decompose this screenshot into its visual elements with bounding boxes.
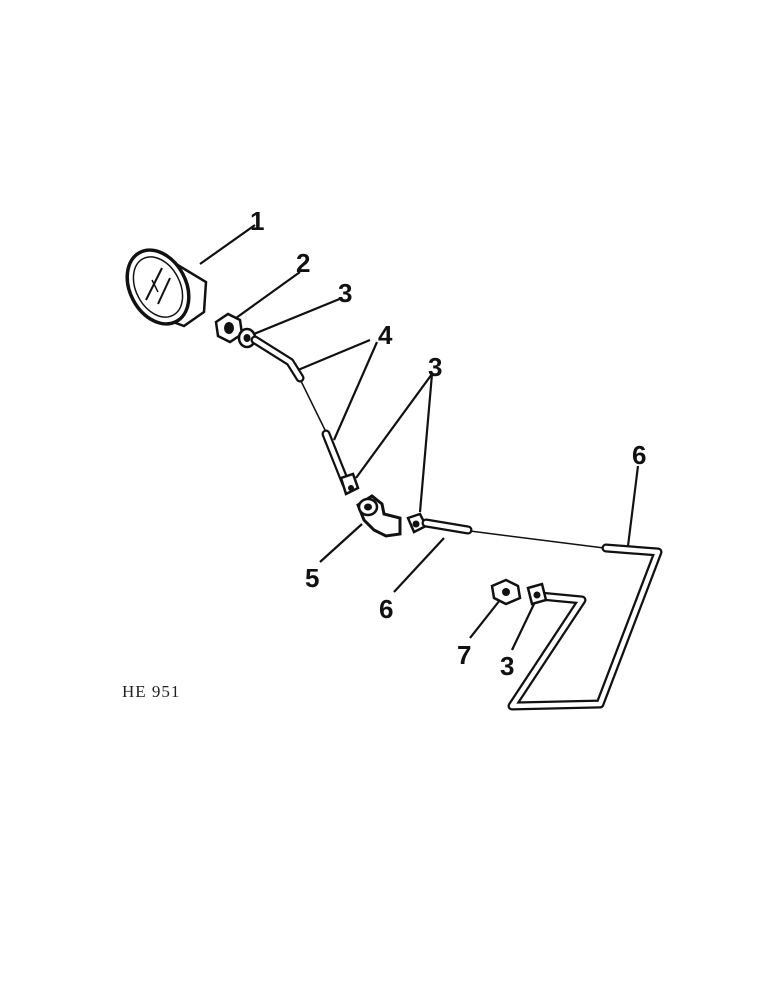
callout-1: 1 — [250, 206, 264, 236]
callout-5: 5 — [305, 563, 319, 593]
elbow-part-5 — [356, 494, 402, 538]
callout-3: 3 — [428, 352, 442, 382]
callout-4: 4 — [378, 320, 393, 350]
callout-6: 6 — [632, 440, 646, 470]
figure-code: HE 951 — [122, 682, 180, 701]
gauge-part-1 — [125, 248, 208, 328]
callout-7: 7 — [457, 640, 471, 670]
leader-lines — [199, 224, 640, 651]
tube-part-6 — [421, 518, 663, 711]
callout-3: 3 — [500, 651, 514, 681]
callout-2: 2 — [296, 248, 310, 278]
callout-6: 6 — [379, 594, 393, 624]
adapter-part-7 — [490, 578, 522, 606]
fitting-part-3-lower — [526, 582, 548, 606]
callout-3: 3 — [338, 278, 352, 308]
callouts: 1 2 3 4 3 6 5 6 7 3 — [250, 206, 646, 681]
fitting-part-3-middle — [339, 472, 360, 496]
tube-part-4-upper — [250, 335, 305, 383]
tube-part-4-lower — [300, 380, 351, 489]
